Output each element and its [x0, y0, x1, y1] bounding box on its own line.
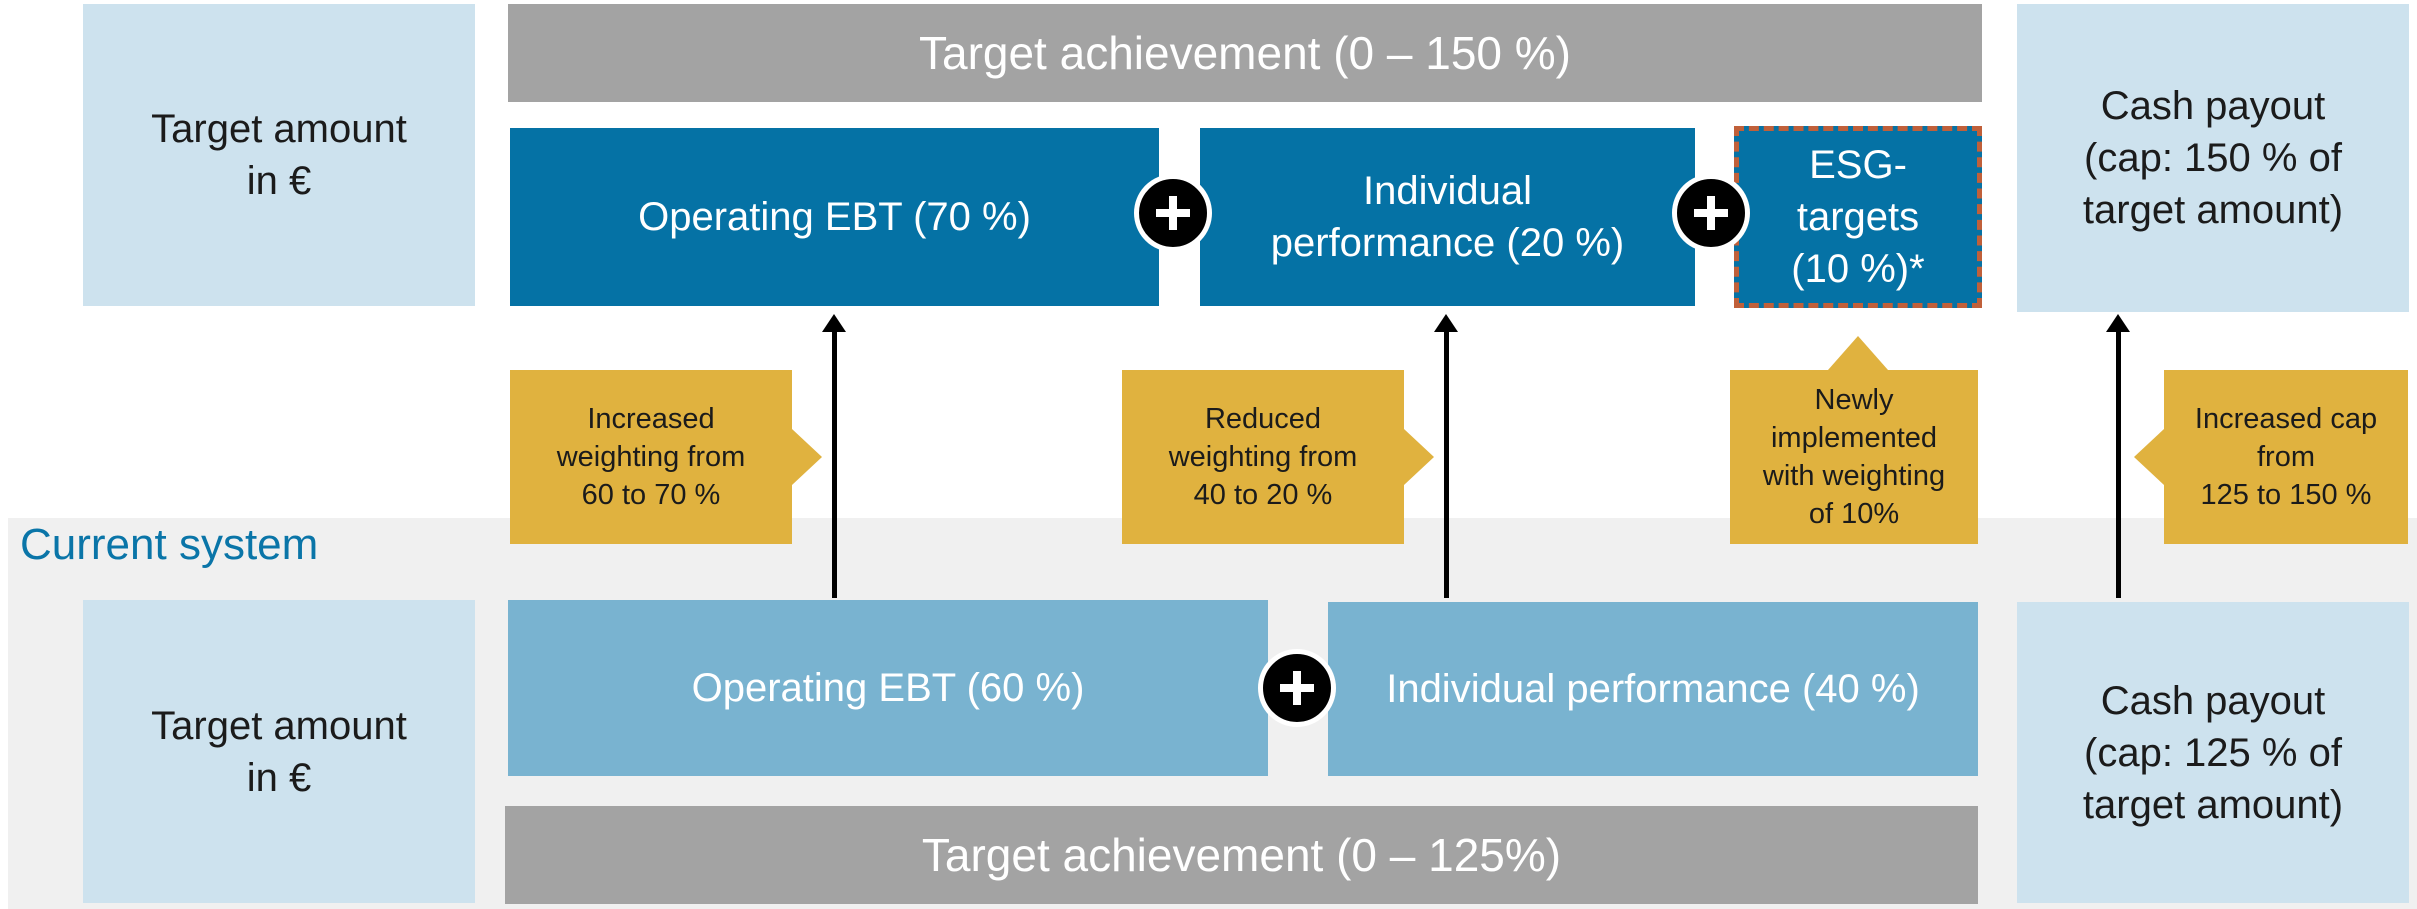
- arrow-up-head: [2106, 314, 2130, 332]
- new-target-amount-box: Target amount in €: [83, 4, 475, 306]
- arrow-up-head: [822, 314, 846, 332]
- esg-implementation-note: Newly implemented with weighting of 10%: [1730, 370, 1978, 544]
- arrow-up-icon: [1444, 330, 1449, 598]
- ebt-note-pointer: [792, 429, 822, 485]
- cap-note-pointer: [2134, 429, 2164, 485]
- new-target-achievement-bar: Target achievement (0 – 150 %): [508, 4, 1982, 102]
- plus-circle-icon: [1672, 174, 1750, 252]
- plus-circle-icon: [1134, 174, 1212, 252]
- esg-note-pointer: [1828, 336, 1888, 370]
- current-operating-ebt-box: Operating EBT (60 %): [508, 600, 1268, 776]
- new-individual-performance-box: Individual performance (20 %): [1200, 128, 1695, 306]
- arrow-up-icon: [832, 330, 837, 598]
- new-cash-payout-box: Cash payout (cap: 150 % of target amount…: [2017, 4, 2409, 312]
- ebt-weighting-note: Increased weighting from 60 to 70 %: [510, 370, 792, 544]
- individual-weighting-note: Reduced weighting from 40 to 20 %: [1122, 370, 1404, 544]
- arrow-up-head: [1434, 314, 1458, 332]
- current-cash-payout-box: Cash payout (cap: 125 % of target amount…: [2017, 602, 2409, 903]
- individual-note-pointer: [1404, 429, 1434, 485]
- current-target-achievement-bar: Target achievement (0 – 125%): [505, 806, 1978, 904]
- current-target-amount-box: Target amount in €: [83, 600, 475, 903]
- arrow-up-icon: [2116, 330, 2121, 598]
- plus-circle-icon: [1258, 649, 1336, 727]
- current-system-label: Current system: [20, 520, 319, 569]
- new-esg-targets-box: ESG- targets (10 %)*: [1734, 126, 1982, 308]
- current-individual-performance-box: Individual performance (40 %): [1328, 602, 1978, 776]
- new-operating-ebt-box: Operating EBT (70 %): [510, 128, 1159, 306]
- cap-increase-note: Increased cap from 125 to 150 %: [2164, 370, 2408, 544]
